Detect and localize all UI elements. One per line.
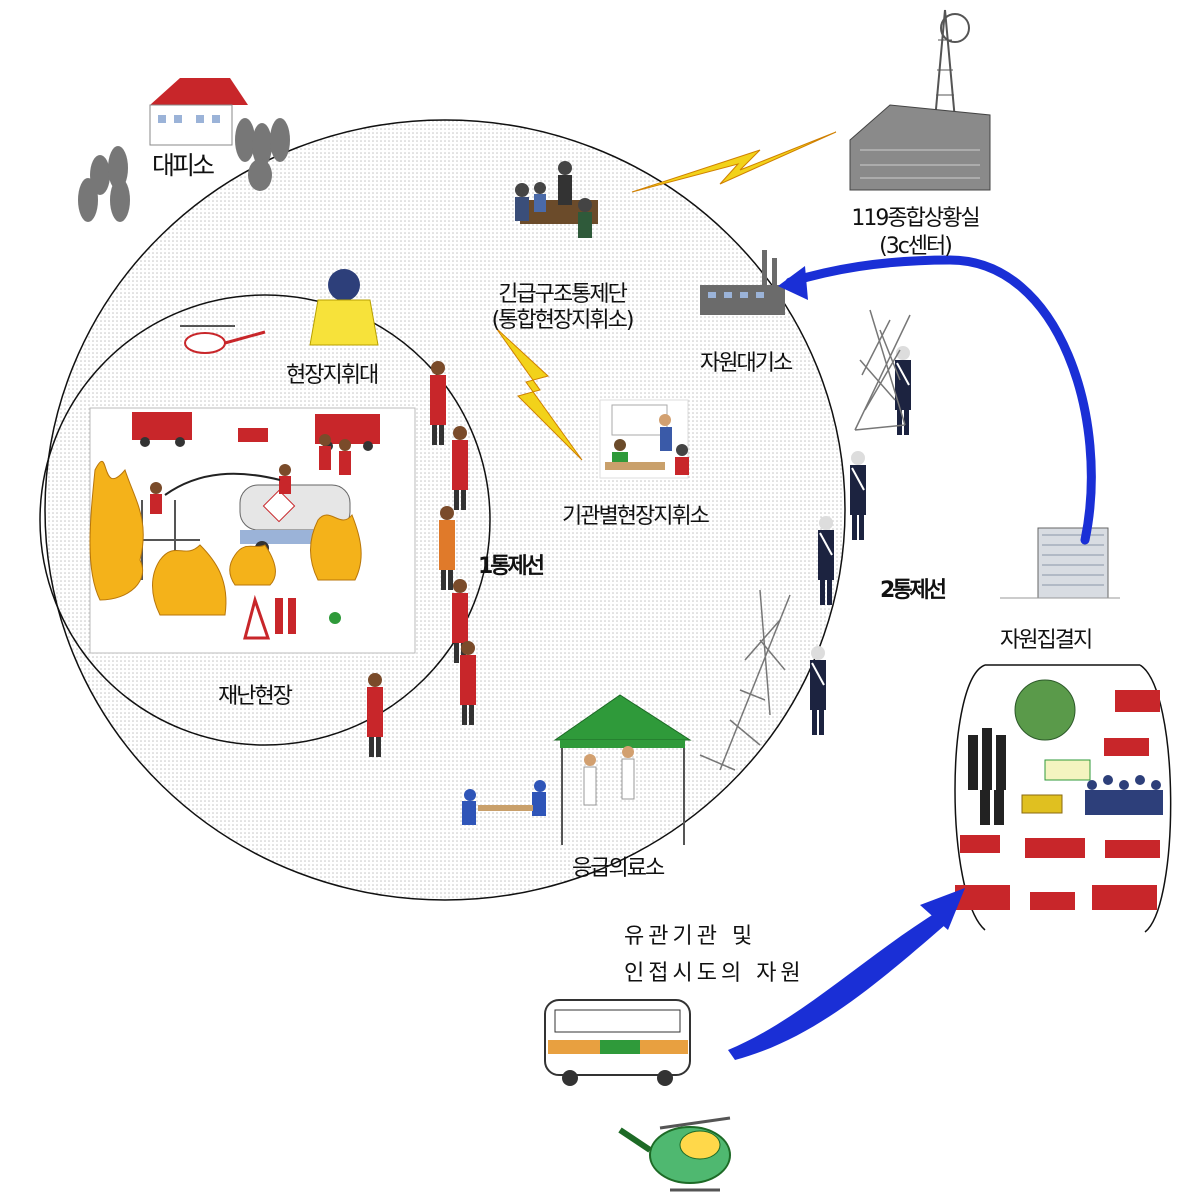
blue-arrow-to-standby [785,255,1096,545]
rescue-team-illustration [515,161,598,238]
blue-arrow-to-assembly [728,900,955,1060]
lightning-rescue-to-agency [495,327,583,461]
resource-assembly-building [1000,527,1120,599]
comm-center-label-line1: 119종합상황실 [851,206,980,231]
agency-command-illustration [599,399,689,479]
lightning-comm-to-rescue [631,131,837,193]
first-aid-tent-illustration [462,694,692,845]
external-resources-label-line2: 인접시도의 자원 [624,961,805,986]
evacuation-site-illustration [78,78,290,222]
control-line-2-label: 2통제선 [880,578,947,603]
rescue-team-label-line2: (통합현장지휘소) [491,308,635,333]
resource-assembly-contents [955,679,1163,910]
comm-center-building [849,9,991,191]
first-aid-label: 응급의료소 [572,856,665,881]
field-command-label: 현장지휘대 [286,363,379,388]
field-command-illustration [309,269,379,346]
helicopter-large [618,1116,731,1192]
resource-standby-label: 자원대기소 [700,351,793,376]
agency-command-label: 기관별현장지휘소 [562,504,710,529]
disaster-scene [89,407,416,654]
helicopter-small [180,325,266,354]
rescue-team-label-line1: 긴급구조통제단 [498,282,628,307]
police-cordon [810,346,911,735]
comm-center-label-line2: (3c센터) [879,234,953,259]
barricade-fence-lower [699,589,791,771]
bus-illustration [544,999,691,1086]
evacuation-site-label: 대피소 [152,151,215,180]
control-line-1-ellipse [39,294,491,746]
blue-arrowhead-to-standby [778,266,808,300]
control-line-1-label: 1통제선 [478,554,545,579]
disaster-site-label: 재난현장 [218,684,293,709]
blue-arrowhead-to-assembly [920,888,965,930]
external-resources-label-line1: 유관기관 및 [624,924,757,949]
resource-assembly-label: 자원집결지 [1000,628,1093,653]
firefighters-cordon [367,361,476,757]
resource-standby-illustration [700,250,785,315]
barricade-fence-upper [854,309,911,431]
